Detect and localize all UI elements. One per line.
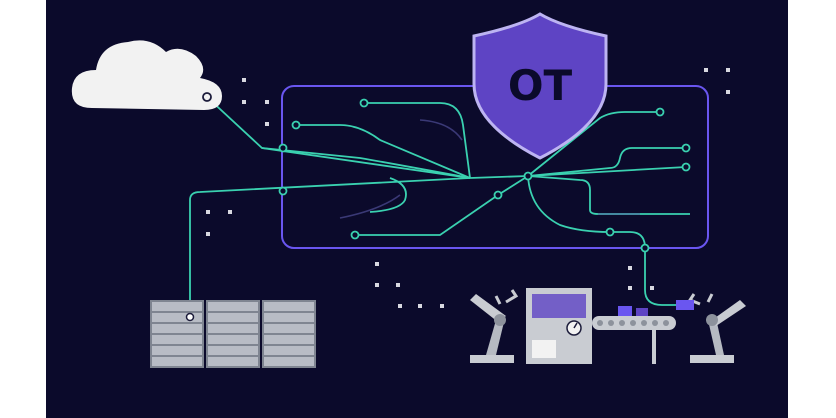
machine-icon [526,288,592,364]
shield-icon: OT [472,12,608,160]
cloud-connector-node [202,92,212,102]
circuit-nodes [278,98,691,253]
cloud-icon [71,40,222,111]
robot-arm-icon-right [676,293,746,363]
shield-label: OT [508,61,573,110]
gauge-icon [566,320,582,336]
server-rack-icon [150,300,316,368]
conveyor-icon [592,306,676,364]
server-connector-node [185,312,195,322]
robot-arm-icon [470,289,519,363]
decorative-dots [206,68,730,308]
faded-traces [339,119,640,219]
circuit-traces [189,96,690,317]
